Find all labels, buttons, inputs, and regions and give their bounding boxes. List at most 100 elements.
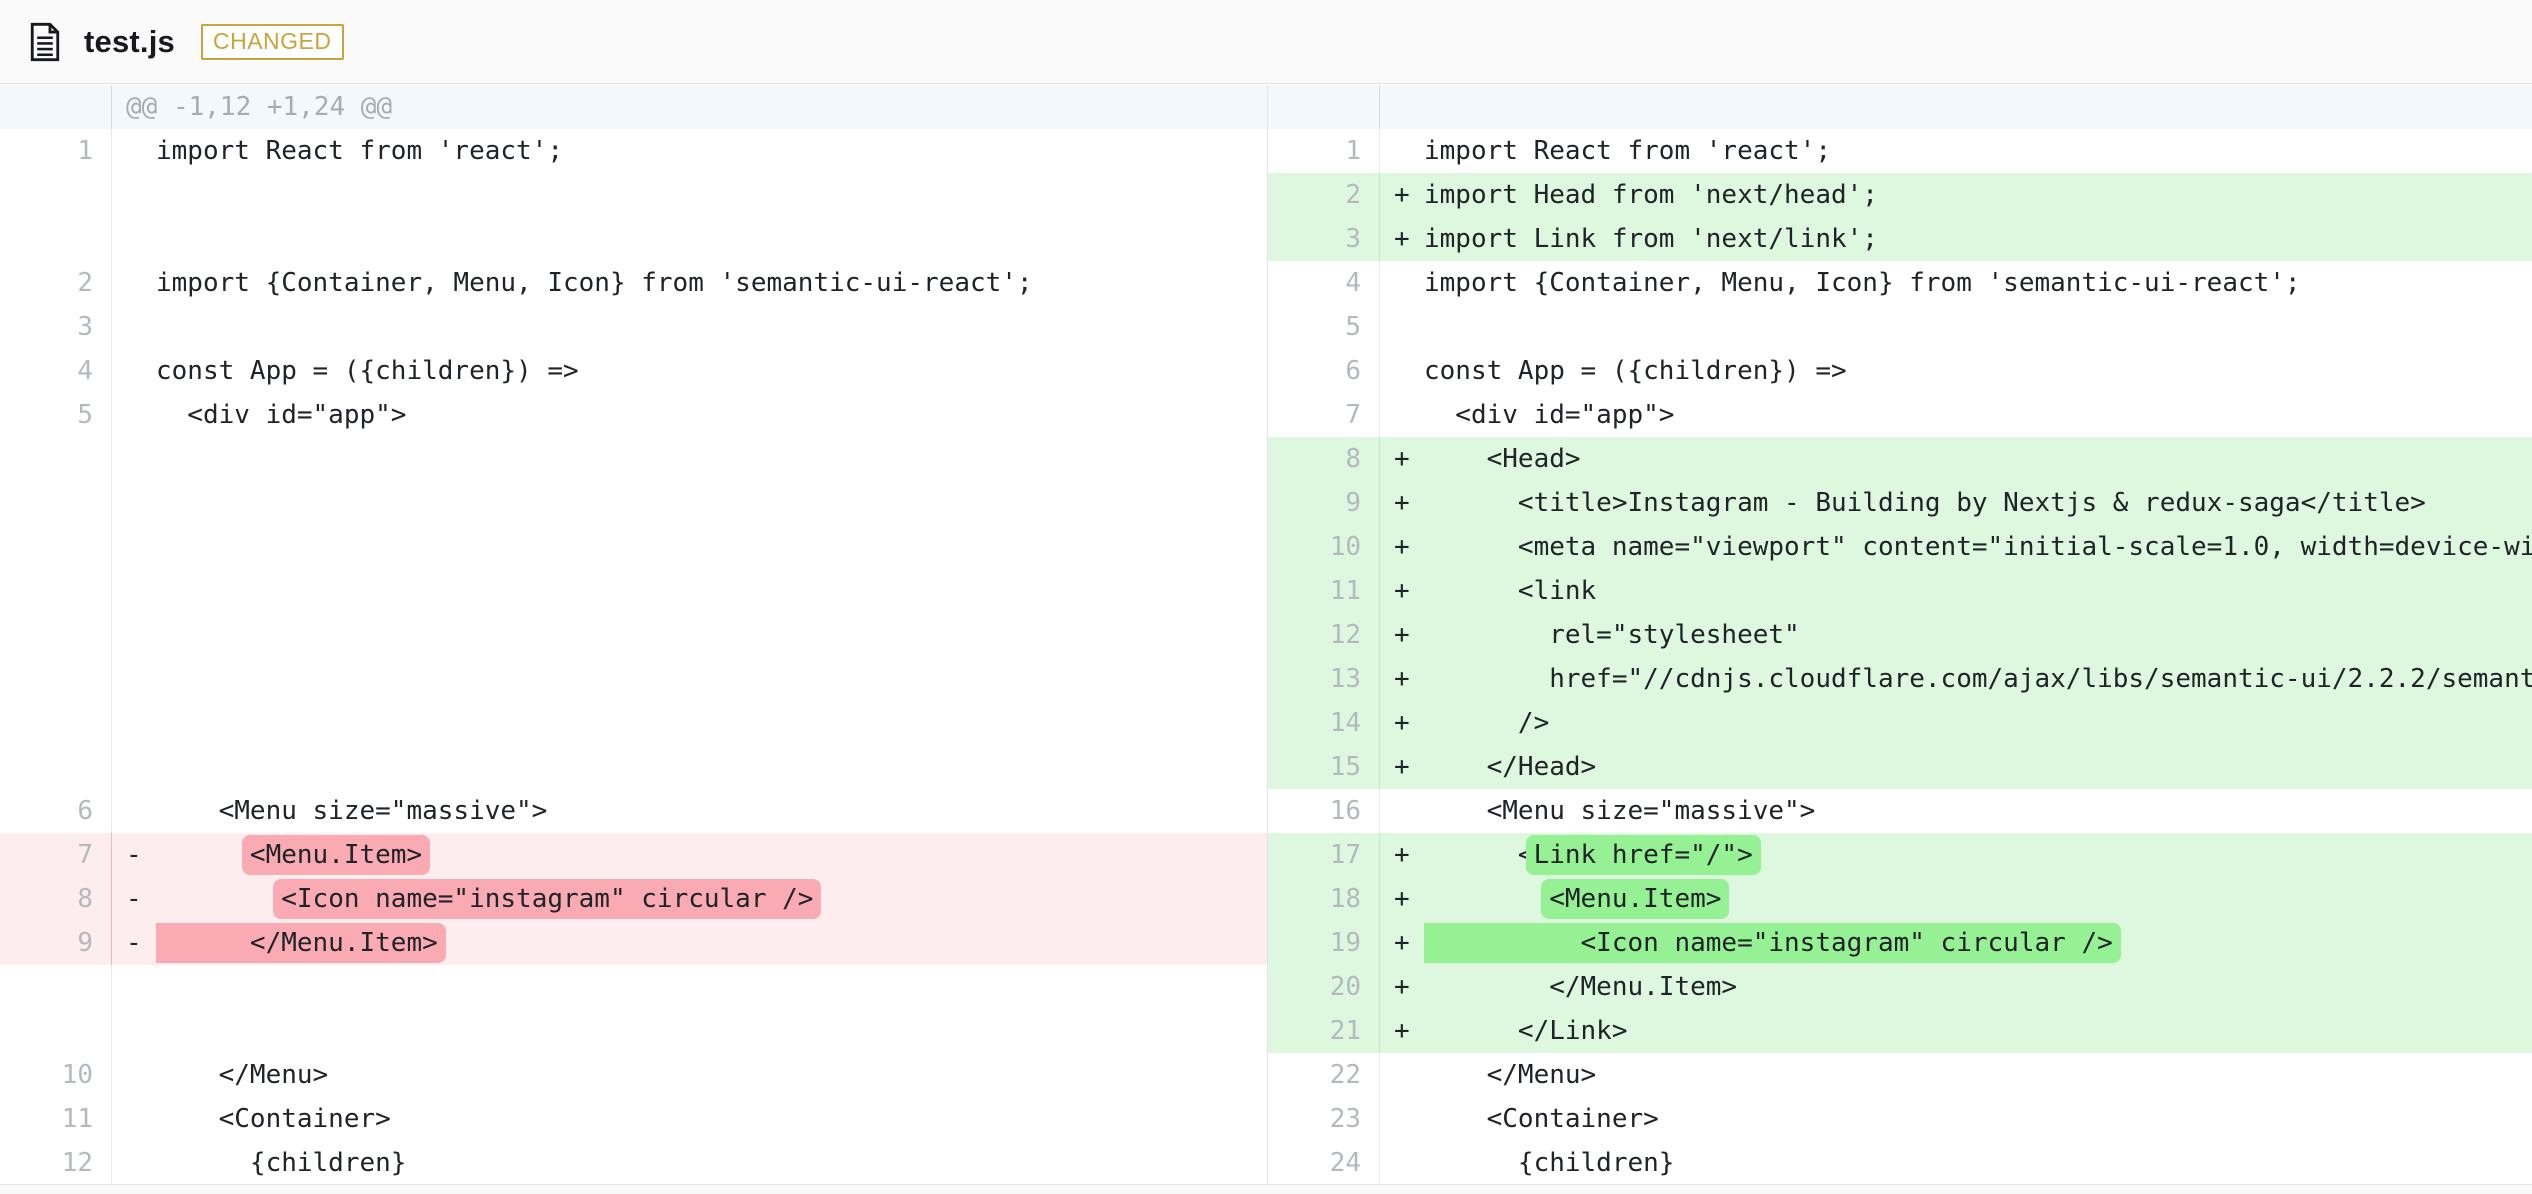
diff-marker — [112, 525, 156, 569]
diff-marker — [112, 1141, 156, 1185]
diff-row: 23 <Container> — [1268, 1097, 2532, 1141]
diff-marker — [1380, 129, 1424, 173]
line-number: 1 — [0, 129, 112, 173]
code-line: <title>Instagram - Building by Nextjs & … — [1424, 488, 2426, 518]
line-number: 6 — [0, 789, 112, 833]
code-line: </Menu.Item> — [1424, 972, 1738, 1002]
line-number — [0, 173, 112, 217]
code-line: </Head> — [1424, 752, 1597, 782]
diff-marker — [112, 789, 156, 833]
line-number: 4 — [1268, 261, 1380, 305]
line-number — [0, 657, 112, 701]
hunk-header-row — [1268, 85, 2532, 129]
diff-marker — [112, 349, 156, 393]
diff-marker: - — [126, 840, 142, 870]
diff-marker: - — [126, 884, 142, 914]
diff-marker — [112, 1009, 156, 1053]
line-number: 13 — [1268, 657, 1380, 701]
diff-marker: + — [1394, 532, 1410, 562]
diff-row: 7 <div id="app"> — [1268, 393, 2532, 437]
code-line: import {Container, Menu, Icon} from 'sem… — [1424, 268, 2301, 298]
diff-row: 17+ <Link href="/"> — [1268, 833, 2532, 877]
line-number: 16 — [1268, 789, 1380, 833]
diff-marker — [1380, 305, 1424, 349]
line-number — [0, 217, 112, 261]
line-number: 18 — [1268, 877, 1380, 921]
word-highlight: <Menu.Item> — [1541, 879, 1730, 919]
diff-row: 11+ <link — [1268, 569, 2532, 613]
diff-marker — [112, 393, 156, 437]
line-number: 11 — [0, 1097, 112, 1141]
code-line — [156, 569, 1267, 613]
diff-marker: + — [1394, 884, 1410, 914]
line-number: 8 — [0, 877, 112, 921]
diff-marker — [112, 613, 156, 657]
diff-row: 13+ href="//cdnjs.cloudflare.com/ajax/li… — [1268, 657, 2532, 701]
line-number: 10 — [0, 1053, 112, 1097]
diff-row: 14 + /> — [1268, 701, 2532, 745]
code-line — [156, 173, 1267, 217]
code-line — [156, 217, 1267, 261]
diff-row: 22 </Menu> — [1268, 1053, 2532, 1097]
diff-marker — [112, 261, 156, 305]
line-number — [0, 1009, 112, 1053]
code-line — [156, 613, 1267, 657]
line-number: 17 — [1268, 833, 1380, 877]
line-number — [0, 745, 112, 789]
code-line: {children} — [1424, 1148, 1675, 1178]
line-number: 23 — [1268, 1097, 1380, 1141]
line-number: 7 — [1268, 393, 1380, 437]
diff-marker — [1380, 1053, 1424, 1097]
diff-row: 9+ <title>Instagram - Building by Nextjs… — [1268, 481, 2532, 525]
diff-marker: + — [1394, 444, 1410, 474]
diff-marker — [112, 569, 156, 613]
line-number: 8 — [1268, 437, 1380, 481]
horizontal-scrollbar[interactable] — [0, 1184, 2532, 1194]
code-line: <Menu size="massive"> — [1424, 796, 1816, 826]
diff-marker: + — [1394, 708, 1410, 738]
diff-row: 12+ rel="stylesheet" — [1268, 613, 2532, 657]
line-number — [0, 481, 112, 525]
filler-row — [0, 701, 1267, 745]
code-line — [156, 525, 1267, 569]
code-line: /> — [1424, 708, 1550, 738]
code-line — [156, 965, 1267, 1009]
code-line: <Container> — [1424, 1104, 1659, 1134]
line-number: 24 — [1268, 1141, 1380, 1185]
code-line: href="//cdnjs.cloudflare.com/ajax/libs/s… — [1424, 664, 2532, 694]
line-number — [0, 85, 112, 129]
line-number: 20 — [1268, 965, 1380, 1009]
diff-marker: + — [1394, 620, 1410, 650]
filler-row — [0, 1009, 1267, 1053]
diff-marker: + — [1394, 928, 1410, 958]
code-line: {children} — [156, 1148, 407, 1178]
line-number: 12 — [1268, 613, 1380, 657]
code-line: const App = ({children}) => — [1424, 356, 1847, 386]
diff-marker — [112, 965, 156, 1009]
status-badge: CHANGED — [201, 23, 344, 60]
diff-marker — [112, 129, 156, 173]
diff-row: 21+ </Link> — [1268, 1009, 2532, 1053]
diff-marker — [112, 173, 156, 217]
diff-marker — [112, 481, 156, 525]
diff-row: 20+ </Menu.Item> — [1268, 965, 2532, 1009]
line-number: 9 — [1268, 481, 1380, 525]
word-highlight: <Menu.Item> — [241, 835, 431, 875]
filler-row — [0, 965, 1267, 1009]
line-number: 14 — [1268, 701, 1380, 745]
line-number — [0, 965, 112, 1009]
line-number: 15 — [1268, 745, 1380, 789]
filler-row — [0, 437, 1267, 481]
diff-marker — [1380, 1097, 1424, 1141]
diff-marker — [112, 745, 156, 789]
code-line: <Menu size="massive"> — [156, 796, 548, 826]
line-number — [0, 613, 112, 657]
line-number — [0, 569, 112, 613]
code-line: </Menu> — [1424, 1060, 1597, 1090]
diff-row: 5 — [1268, 305, 2532, 349]
